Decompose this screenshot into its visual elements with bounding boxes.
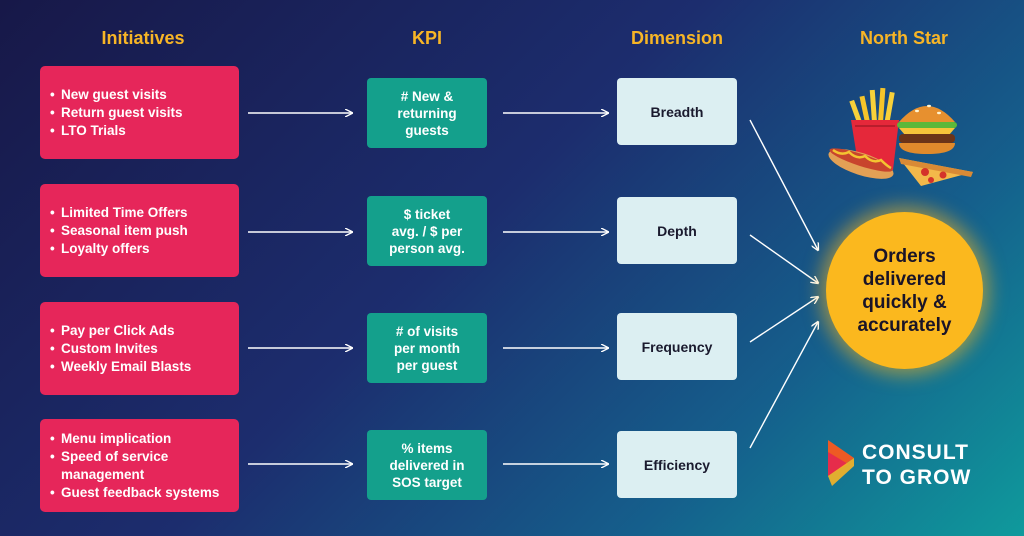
logo-line-2: TO GROW bbox=[862, 466, 972, 489]
arrow-dimension-star-1 bbox=[749, 119, 818, 250]
initiative-item: New guest visits bbox=[50, 86, 183, 104]
initiative-item: Custom Invites bbox=[50, 340, 191, 358]
arrow-dimension-star-3 bbox=[749, 297, 818, 343]
initiatives-heading: Initiatives bbox=[101, 28, 185, 48]
dimension-box-efficiency: Efficiency bbox=[617, 431, 737, 498]
initiative-box-4: Menu implication Speed of service manage… bbox=[40, 419, 239, 512]
initiative-item: Guest feedback systems bbox=[50, 484, 229, 502]
food-illustration-icon bbox=[828, 87, 973, 186]
north-star-heading: North Star bbox=[859, 28, 948, 48]
initiative-item: Speed of service management bbox=[50, 448, 229, 484]
kpi-box-2: $ ticket avg. / $ per person avg. bbox=[367, 196, 487, 266]
dimension-box-breadth: Breadth bbox=[617, 78, 737, 145]
kpi-box-1: # New & returning guests bbox=[367, 78, 487, 148]
logo-line-1: CONSULT bbox=[862, 441, 969, 464]
kpi-box-4: % items delivered in SOS target bbox=[367, 430, 487, 500]
initiative-item: Pay per Click Ads bbox=[50, 322, 191, 340]
initiative-box-2: Limited Time Offers Seasonal item push L… bbox=[40, 184, 239, 277]
dimension-heading: Dimension bbox=[630, 28, 723, 48]
initiative-item: LTO Trials bbox=[50, 122, 183, 140]
initiative-item: Menu implication bbox=[50, 430, 229, 448]
initiative-item: Loyalty offers bbox=[50, 240, 188, 258]
initiative-item: Limited Time Offers bbox=[50, 204, 188, 222]
arrow-dimension-star-2 bbox=[749, 234, 818, 283]
arrow-dimension-star-4 bbox=[749, 322, 818, 449]
logo-chevron-icon bbox=[828, 440, 854, 486]
initiative-item: Return guest visits bbox=[50, 104, 183, 122]
kpi-heading: KPI bbox=[411, 28, 442, 48]
initiative-item: Weekly Email Blasts bbox=[50, 358, 191, 376]
north-star-circle: Orders delivered quickly & accurately bbox=[826, 212, 983, 369]
dimension-box-depth: Depth bbox=[617, 197, 737, 264]
initiative-box-3: Pay per Click Ads Custom Invites Weekly … bbox=[40, 302, 239, 395]
initiative-box-1: New guest visits Return guest visits LTO… bbox=[40, 66, 239, 159]
dimension-box-frequency: Frequency bbox=[617, 313, 737, 380]
logo-text: CONSULT TO GROW bbox=[862, 440, 971, 490]
kpi-box-3: # of visits per month per guest bbox=[367, 313, 487, 383]
initiative-item: Seasonal item push bbox=[50, 222, 188, 240]
